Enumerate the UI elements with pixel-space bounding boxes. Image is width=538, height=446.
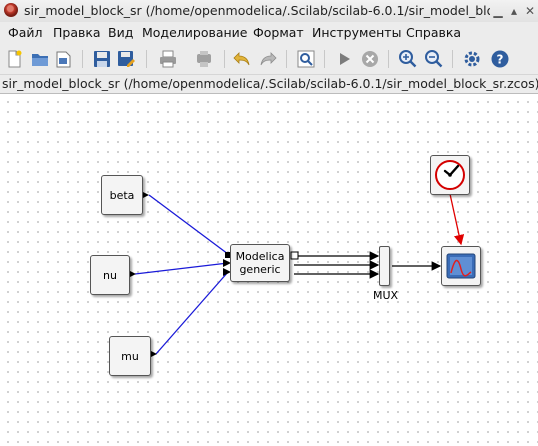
- svg-text:?: ?: [497, 53, 504, 67]
- mu-output-port: [149, 350, 157, 358]
- mu-block[interactable]: mu: [109, 336, 151, 376]
- scilab-xcos-icon: [4, 3, 18, 17]
- delete-icon[interactable]: [194, 49, 214, 69]
- menu-help[interactable]: Справка: [406, 25, 462, 40]
- modelica-block-label: Modelica generic: [235, 250, 285, 276]
- menu-file[interactable]: Файл: [8, 25, 43, 40]
- diagram-path: sir_model_block_sr (/home/openmodelica/.…: [2, 76, 538, 91]
- modelica-input-port-2: [223, 259, 231, 267]
- scope-icon: [446, 253, 476, 279]
- open-folder-icon[interactable]: [30, 49, 50, 69]
- help-icon[interactable]: ?: [490, 49, 510, 69]
- link-beta-modelica[interactable]: [148, 194, 229, 255]
- modelica-generic-block[interactable]: Modelica generic: [230, 244, 290, 282]
- menu-simulation[interactable]: Моделирование: [142, 25, 248, 40]
- window-titlebar[interactable]: sir_model_block_sr (/home/openmodelica/.…: [0, 0, 538, 23]
- setup-icon[interactable]: [462, 49, 482, 69]
- window-title: sir_model_block_sr (/home/openmodelica/.…: [24, 3, 490, 18]
- nu-block-label: nu: [103, 268, 117, 282]
- toolbar-separator: [286, 50, 287, 68]
- mux-block[interactable]: [379, 246, 390, 286]
- toolbar-separator: [146, 50, 147, 68]
- fit-diagram-icon[interactable]: [296, 49, 316, 69]
- clock-icon: [435, 160, 465, 190]
- save-as-icon[interactable]: [116, 49, 136, 69]
- print-icon[interactable]: [158, 49, 178, 69]
- clock-block[interactable]: [430, 155, 470, 195]
- link-nu-modelica[interactable]: [134, 262, 229, 275]
- new-diagram-icon[interactable]: [4, 49, 24, 69]
- mu-block-label: mu: [121, 349, 139, 363]
- save-icon[interactable]: [92, 49, 112, 69]
- nu-output-port: [128, 270, 136, 278]
- start-simulation-icon[interactable]: [334, 49, 354, 69]
- modelica-input-port-3: [223, 268, 231, 276]
- mux-label: MUX: [373, 289, 399, 302]
- scope-block[interactable]: [441, 246, 481, 286]
- close-icon[interactable]: ✕: [524, 4, 536, 18]
- maximize-icon[interactable]: ▴: [510, 4, 518, 18]
- modelica-output-port-1: [290, 251, 299, 260]
- menu-view[interactable]: Вид: [108, 25, 134, 40]
- toolbar-separator: [82, 50, 83, 68]
- menu-format[interactable]: Формат: [253, 25, 304, 40]
- beta-output-port: [141, 191, 149, 199]
- minimize-icon[interactable]: ▁: [493, 4, 503, 18]
- diagram-canvas[interactable]: beta nu mu Modelica generic MUX: [0, 94, 538, 446]
- toolbar-separator: [224, 50, 225, 68]
- zoom-out-icon[interactable]: [424, 49, 444, 69]
- diagram-links: [128, 191, 465, 358]
- zoom-in-icon[interactable]: [398, 49, 418, 69]
- menu-tools[interactable]: Инструменты: [312, 25, 402, 40]
- menu-edit[interactable]: Правка: [53, 25, 101, 40]
- undo-icon[interactable]: [232, 49, 252, 69]
- beta-block[interactable]: beta: [101, 175, 143, 215]
- beta-block-label: beta: [109, 188, 135, 202]
- link-clock-scope[interactable]: [449, 193, 465, 246]
- toolbar: ?: [0, 44, 538, 75]
- diagram-path-bar: sir_model_block_sr (/home/openmodelica/.…: [0, 75, 538, 94]
- redo-icon[interactable]: [258, 49, 278, 69]
- toolbar-separator: [452, 50, 453, 68]
- toolbar-separator: [388, 50, 389, 68]
- nu-block[interactable]: nu: [90, 255, 130, 295]
- link-mu-modelica[interactable]: [155, 271, 229, 355]
- menu-bar: Файл Правка Вид Моделирование Формат Инс…: [0, 22, 538, 44]
- stop-simulation-icon[interactable]: [360, 49, 380, 69]
- modelica-input-port-1: [225, 252, 231, 258]
- toolbar-separator: [324, 50, 325, 68]
- open-in-scilab-icon[interactable]: [54, 49, 74, 69]
